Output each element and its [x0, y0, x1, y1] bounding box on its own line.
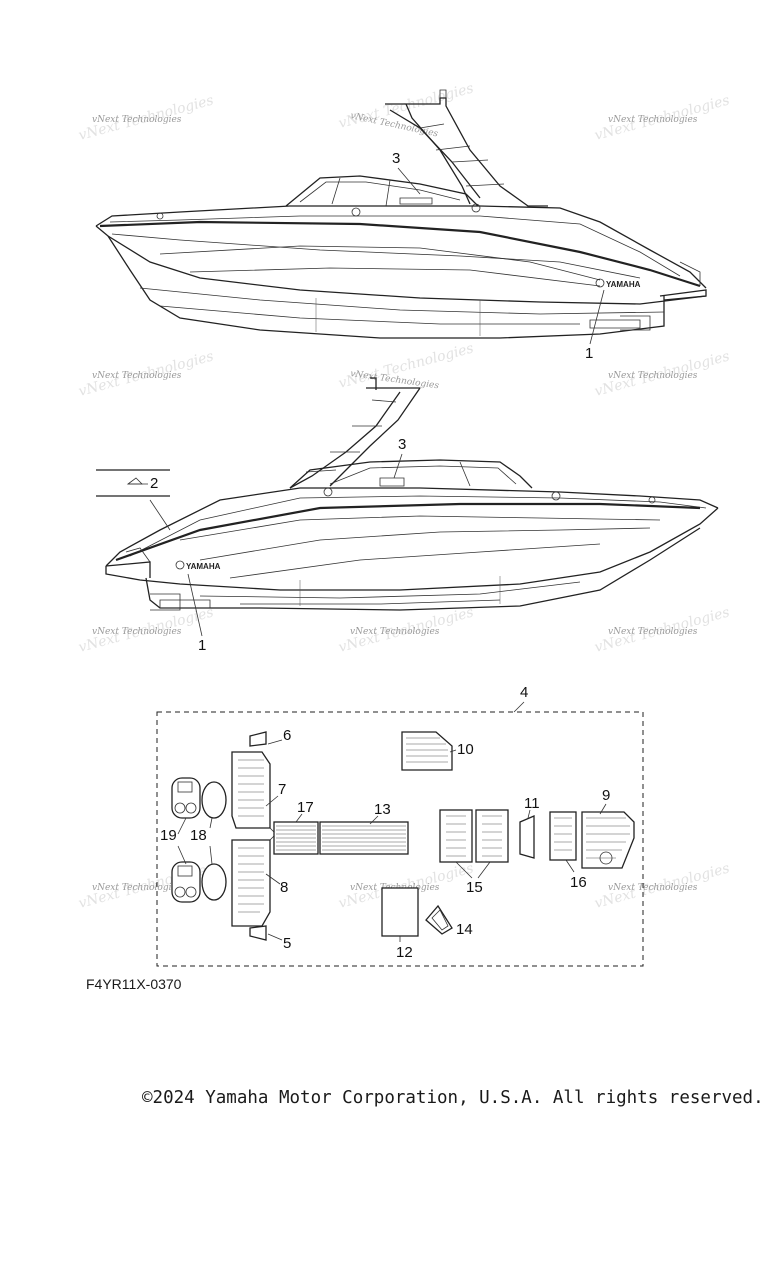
copyright-notice: ©2024 Yamaha Motor Corporation, U.S.A. A… — [142, 1088, 764, 1108]
watermark-text: vNext Technologies — [608, 627, 698, 637]
mat-5 — [249, 925, 267, 941]
callout-2: 2 — [150, 475, 158, 492]
callout-4: 4 — [520, 684, 528, 701]
callout-18: 18 — [190, 827, 207, 844]
watermark-text: vNext Technologies — [608, 371, 698, 381]
callout-3-port: 3 — [398, 436, 406, 453]
watermark-text: vNext Technologies — [608, 115, 698, 125]
mat-8 — [231, 839, 271, 927]
mat-15 — [439, 809, 509, 863]
callout-17: 17 — [297, 799, 314, 816]
part-18 — [201, 781, 227, 901]
watermark-text: vNext Technologies — [608, 883, 698, 893]
callout-14: 14 — [456, 921, 473, 938]
watermark-text: vNext Technologies — [350, 627, 440, 637]
mat-13 — [319, 821, 409, 855]
yamaha-logo: YAMAHA — [186, 562, 221, 571]
callout-8: 8 — [280, 879, 288, 896]
callout-1: 1 — [585, 345, 593, 362]
callout-3: 3 — [392, 150, 400, 167]
callout-19: 19 — [160, 827, 177, 844]
mat-10 — [401, 731, 453, 771]
callout-1-port: 1 — [198, 637, 206, 654]
boat-port-view: YAMAHA — [105, 377, 719, 611]
part-19 — [171, 777, 201, 903]
part-code: F4YR11X-0370 — [86, 976, 182, 992]
mat-6 — [249, 731, 267, 747]
mat-9 — [581, 811, 635, 869]
mat-7 — [231, 751, 271, 829]
callout-15: 15 — [466, 879, 483, 896]
boat-starboard-view: YAMAHA — [95, 89, 707, 339]
callout-5: 5 — [283, 935, 291, 952]
callout-12: 12 — [396, 944, 413, 961]
watermark-text: vNext Technologies — [92, 115, 182, 125]
callout-11: 11 — [524, 795, 540, 812]
callout-13: 13 — [374, 801, 391, 818]
mat-12 — [381, 887, 419, 937]
callout-10: 10 — [457, 741, 474, 758]
mat-kit-box — [156, 711, 644, 967]
watermark-text: vNext Technologies — [92, 883, 182, 893]
watermark-text: vNext Technologies — [92, 371, 182, 381]
callout-9: 9 — [602, 787, 610, 804]
mat-16 — [549, 811, 577, 861]
callout-16: 16 — [570, 874, 587, 891]
mat-11 — [519, 815, 535, 859]
callout-6: 6 — [283, 727, 291, 744]
mat-14 — [425, 904, 453, 935]
mat-17 — [273, 821, 319, 855]
watermark-text: vNext Technologies — [92, 627, 182, 637]
yamaha-logo: YAMAHA — [606, 280, 641, 289]
callout-7: 7 — [278, 781, 286, 798]
